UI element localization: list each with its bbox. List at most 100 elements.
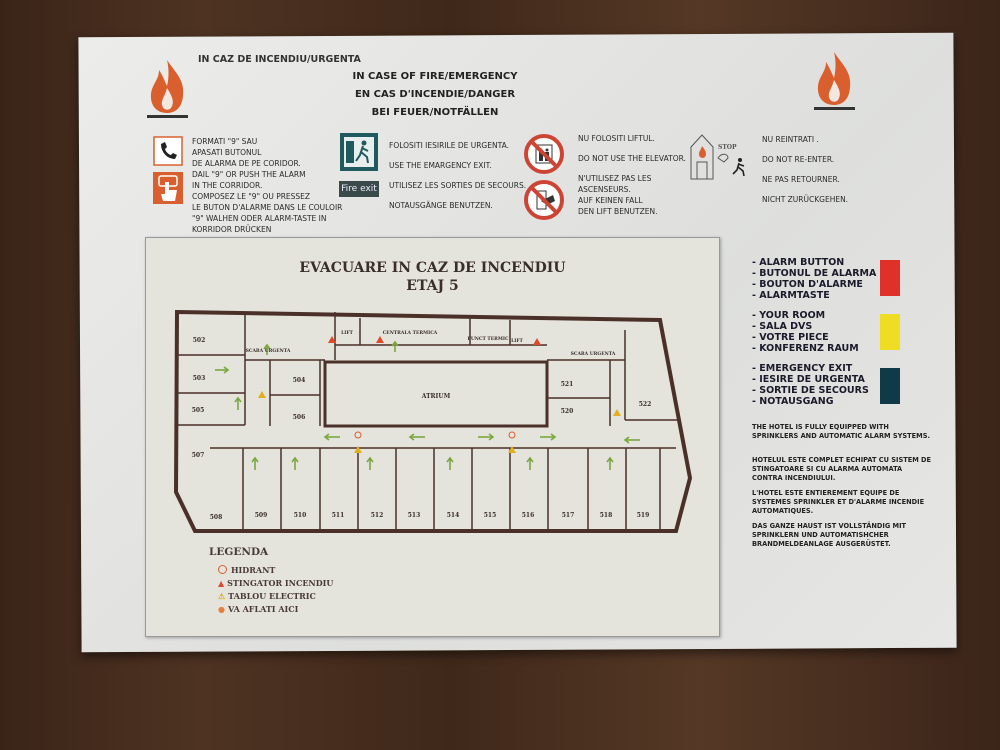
area-label: SCARA URGENTA [246, 348, 291, 354]
legend-your-room: - YOUR ROOM- SALA DVS- VOTRE PIECE- KONF… [752, 310, 859, 354]
area-label: ATRIUM [421, 393, 451, 400]
room-label: 514 [447, 512, 460, 519]
area-label: LIFT [511, 338, 523, 344]
legend-line: - NOTAUSGANG [752, 396, 834, 407]
legend-line: - BUTONUL DE ALARMA [752, 268, 877, 279]
instruction-line: "9" WALHEN ODER ALARM-TASTE IN [192, 214, 327, 223]
evacuation-arrow-head [291, 456, 299, 463]
extinguisher-marker [328, 336, 336, 343]
room-label: 508 [210, 514, 223, 521]
instruction-line: NU REINTRATI . [762, 135, 819, 144]
top-left-title: IN CAZ DE INCENDIU/URGENTA [198, 54, 361, 65]
room-label: 521 [561, 381, 574, 388]
room-label: 515 [484, 512, 497, 519]
room-label: 511 [332, 512, 345, 519]
no-elevator-icon [524, 134, 564, 174]
instruction-line: FOLOSITI IESIRILE DE URGENTA. [389, 141, 509, 150]
legend-line: - ALARM BUTTON [752, 257, 845, 268]
yellow-swatch [880, 314, 900, 350]
legend-line: - SALA DVS [752, 321, 813, 332]
legend-label: VA AFLATI AICI [227, 604, 299, 614]
instruction-line: N'UTILISEZ PAS LES [578, 174, 652, 183]
instruction-line: DO NOT RE-ENTER. [762, 155, 835, 164]
instruction-line: COMPOSEZ LE "9" OU PRESSEZ [192, 192, 311, 201]
extinguisher-marker [376, 336, 384, 343]
elevator-instructions: NU FOLOSITI LIFTUL. DO NOT USE THE ELEVA… [578, 133, 686, 217]
note-ro: HOTELUL ESTE COMPLET ECHIPAT CU SISTEM D… [752, 456, 932, 482]
evacuation-arrow-head [263, 343, 271, 350]
evacuation-arrow-head [550, 433, 557, 441]
hydrant-marker [508, 431, 516, 439]
evacuation-arrow-head [623, 436, 630, 444]
instruction-line: USE THE EMARGENCY EXIT. [389, 161, 492, 170]
evacuation-arrow-head [446, 456, 454, 463]
room-label: 519 [637, 512, 650, 519]
evacuation-arrow-head [323, 433, 330, 441]
room-label: 509 [255, 512, 268, 519]
room-label: 522 [639, 401, 652, 408]
do-not-reenter-icon: STOP [690, 134, 745, 180]
phone-icon [153, 136, 183, 166]
extinguisher-icon: ▲ [218, 578, 225, 588]
fire-icon [147, 60, 188, 118]
map-title: EVACUARE IN CAZ DE INCENDIU [299, 260, 566, 276]
legend-hydrant: HIDRANT [218, 565, 275, 575]
room-label: 507 [192, 452, 205, 459]
legend-label: HIDRANT [231, 565, 276, 575]
evacuation-arrow-head [234, 396, 242, 403]
instruction-line: NU FOLOSITI LIFTUL. [578, 134, 655, 143]
emergency-exit-icon [340, 133, 378, 171]
legend-label: STINGATOR INCENDIU [227, 578, 334, 588]
evacuation-arrow-head [408, 433, 415, 441]
instruction-line: IN THE CORRIDOR. [192, 181, 263, 190]
room-label: 510 [294, 512, 307, 519]
legend-emergency-exit: - EMERGENCY EXIT- IESIRE DE URGENTA- SOR… [752, 363, 869, 407]
area-label: PUNCT TERMIC [467, 336, 509, 342]
instruction-line: FORMATI "9" SAU [192, 137, 258, 146]
room-label: 516 [522, 512, 535, 519]
red-swatch [880, 260, 900, 296]
room-label: 518 [600, 512, 613, 519]
instruction-line: LE BUTON D'ALARME DANS LE COULOIR [192, 203, 343, 212]
electric-panel-marker [613, 409, 621, 416]
title-fr: EN CAS D'INCENDIE/DANGER [354, 89, 516, 100]
instruction-line: DEN LIFT BENUTZEN. [578, 207, 658, 216]
area-label: LIFT [341, 330, 353, 336]
legend-line: - ALARMTASTE [752, 290, 830, 301]
room-label: 517 [562, 512, 575, 519]
room-label: 502 [193, 337, 206, 344]
evacuation-arrow-head [251, 456, 259, 463]
instruction-line: APASATI BUTONUL [192, 148, 262, 157]
room-label: 503 [193, 375, 206, 382]
legend-line: - KONFERENZ RAUM [752, 343, 859, 354]
instruction-line: ASCENSEURS. [578, 185, 631, 194]
area-label: CENTRALA TERMICA [383, 330, 438, 336]
instruction-line: DE ALARMA DE PE CORIDOR. [192, 159, 301, 168]
instruction-line: DAIL "9" OR PUSH THE ALARM [192, 170, 306, 179]
room-label: 506 [293, 414, 306, 421]
legend-line: - EMERGENCY EXIT [752, 363, 853, 374]
room-label: 520 [561, 408, 574, 415]
evacuation-arrow-head [488, 433, 495, 441]
room-label: 513 [408, 512, 421, 519]
teal-swatch [880, 368, 900, 404]
stop-label: STOP [718, 144, 737, 151]
legend-label: TABLOU ELECTRIC [228, 591, 316, 601]
instruction-line: AUF KEINEN FALL [578, 196, 643, 205]
instruction-line: NOTAUSGÄNGE BENUTZEN. [389, 201, 493, 210]
evacuation-arrow-head [223, 366, 230, 374]
evacuation-arrow-head [606, 456, 614, 463]
hydrant-marker [354, 431, 362, 439]
legend-line: - YOUR ROOM [752, 310, 826, 321]
you-are-here-icon: ● [218, 604, 225, 614]
area-label: SCARA URGENTA [571, 351, 616, 357]
map-subtitle: ETAJ 5 [406, 278, 459, 294]
instruction-line: KORRIDOR DRÜCKEN [192, 225, 272, 234]
header-title: IN CASE OF FIRE/EMERGENCY EN CAS D'INCEN… [330, 68, 540, 122]
extinguisher-marker [533, 338, 541, 345]
fire-icon [814, 52, 855, 110]
note-fr: L'HOTEL ESTE ENTIEREMENT EQUIPE DE SYSTE… [752, 489, 925, 515]
electric-panel-icon: ⚠ [218, 591, 226, 601]
legend-line: - VOTRE PIECE [752, 332, 829, 343]
